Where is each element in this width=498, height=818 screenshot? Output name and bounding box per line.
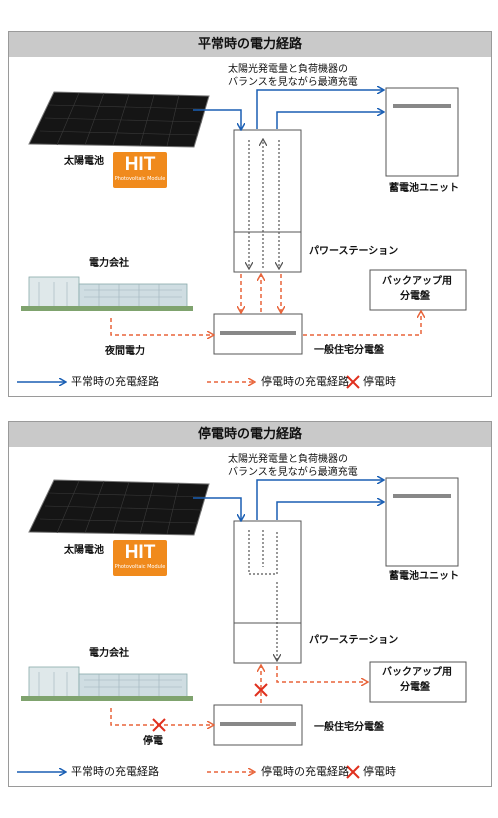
solar-label: 太陽電池 <box>64 545 104 556</box>
backup-panel-line1: バックアップ用 <box>382 276 452 287</box>
utility-building-icon <box>21 276 193 311</box>
power-station-label: パワーステーション <box>309 246 399 257</box>
legend-graphics <box>17 375 360 389</box>
balance-note-line2: バランスを見ながら最適充電 <box>228 467 358 478</box>
battery-label: 蓄電池ユニット <box>389 571 459 582</box>
main-panel-label: 一般住宅分電盤 <box>314 722 384 733</box>
hit-logo: HIT Photovoltaic Module <box>113 540 167 576</box>
power-station-cabinet <box>233 129 302 273</box>
legend-graphics <box>17 765 360 779</box>
internal-power-route <box>249 140 279 268</box>
blocked-panel-cross-icon <box>254 683 268 697</box>
hit-logo: HIT Photovoltaic Module <box>113 152 167 188</box>
solar-label: 太陽電池 <box>64 156 104 167</box>
normal-path-diagram <box>17 32 467 389</box>
legend-cross-label: 停電時 <box>363 765 396 778</box>
balance-note-line2: バランスを見ながら最適充電 <box>228 77 358 88</box>
main-distribution-panel-icon <box>213 313 303 355</box>
legend-normal-label: 平常時の充電経路 <box>71 765 159 778</box>
power-station-cabinet <box>233 520 302 664</box>
backup-panel-line2: 分電盤 <box>400 291 430 302</box>
solar-panel-icon <box>28 479 210 536</box>
backup-panel-line1: バックアップ用 <box>382 667 452 678</box>
night-power-label: 夜間電力 <box>105 346 145 357</box>
utility-label: 電力会社 <box>89 258 129 269</box>
main-panel-label: 一般住宅分電盤 <box>314 345 384 356</box>
battery-unit-icon <box>385 477 459 567</box>
outage-charge-route <box>110 666 367 725</box>
panel-title: 平常時の電力経路 <box>9 32 491 57</box>
cross-icon <box>346 375 360 389</box>
legend-normal-label: 平常時の充電経路 <box>71 375 159 388</box>
backup-distribution-panel-box <box>369 661 467 703</box>
utility-building-icon <box>21 666 193 701</box>
cross-icon <box>346 765 360 779</box>
outage-label: 停電 <box>143 736 163 747</box>
legend-outage-label: 停電時の充電経路 <box>261 375 349 388</box>
blocked-utility-cross-icon <box>152 718 166 732</box>
normal-charge-route <box>193 90 383 129</box>
legend-cross-label: 停電時 <box>363 375 396 388</box>
normal-charge-route <box>193 480 383 520</box>
backup-panel-line2: 分電盤 <box>400 682 430 693</box>
internal-power-route <box>248 530 277 660</box>
balance-note-line1: 太陽光発電量と負荷機器の <box>228 454 348 465</box>
legend-outage-label: 停電時の充電経路 <box>261 765 349 778</box>
main-distribution-panel-icon <box>213 704 303 746</box>
normal-operation-panel: 平常時の電力経路 <box>8 31 492 397</box>
power-outage-panel: 停電時の電力経路 <box>8 421 492 787</box>
power-station-label: パワーステーション <box>309 635 399 646</box>
balance-note-line1: 太陽光発電量と負荷機器の <box>228 64 348 75</box>
solar-panel-icon <box>28 91 210 148</box>
outage-charge-route <box>110 274 421 335</box>
battery-unit-icon <box>385 87 459 177</box>
panel-title: 停電時の電力経路 <box>9 422 491 447</box>
battery-label: 蓄電池ユニット <box>389 183 459 194</box>
outage-path-diagram <box>17 422 467 779</box>
utility-label: 電力会社 <box>89 648 129 659</box>
